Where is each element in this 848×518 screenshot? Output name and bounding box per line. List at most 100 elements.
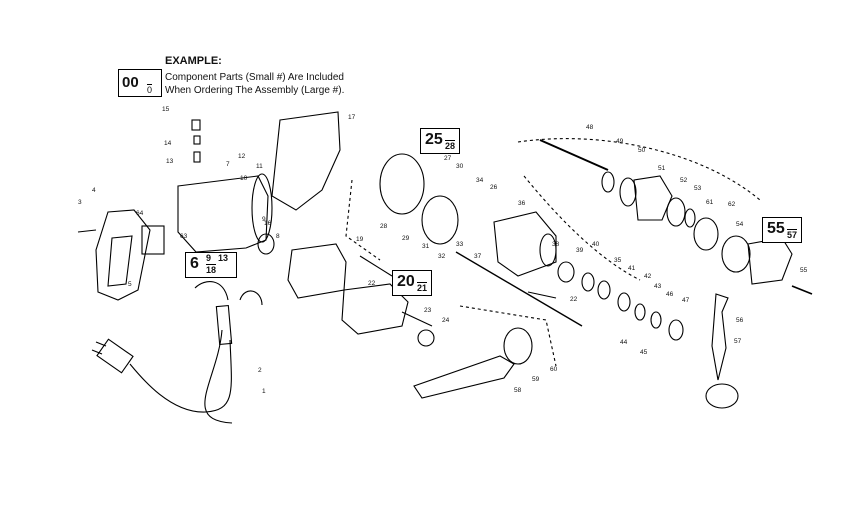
part-label: 62 — [728, 201, 736, 208]
part-label: 14 — [164, 140, 172, 147]
part-label: 27 — [444, 155, 452, 162]
part-label: 8 — [276, 233, 280, 240]
part-label: 49 — [616, 138, 624, 145]
part-label: 53 — [694, 185, 702, 192]
side-handle — [413, 355, 515, 399]
part-label: 36 — [518, 200, 526, 207]
part-label: 64 — [136, 210, 144, 217]
part-label: 26 — [490, 184, 498, 191]
legend-example-box: 00 0 — [118, 69, 162, 97]
part-label: 16 — [264, 220, 272, 227]
part-label: 40 — [592, 241, 600, 248]
assembly-component: 57 — [787, 229, 798, 240]
part-label: 34 — [476, 177, 484, 184]
part-label: 13 — [166, 158, 174, 165]
part-label: 7 — [226, 161, 230, 168]
part-label: 50 — [638, 147, 646, 154]
legend-example-component-number: 0 — [147, 84, 153, 95]
clutch — [633, 175, 673, 221]
part-label: 56 — [736, 317, 744, 324]
assembly-number: 6 — [190, 255, 199, 272]
part-label: 24 — [442, 317, 450, 324]
part-label: 29 — [402, 235, 410, 242]
part-label: 23 — [424, 307, 432, 314]
assembly-callout-6: 6 9 13 18 — [185, 252, 237, 278]
part-label: 17 — [348, 114, 356, 121]
part-label: 54 — [736, 221, 744, 228]
part-label: 58 — [514, 387, 522, 394]
part-label: 55 — [800, 267, 808, 274]
field-coil — [287, 243, 347, 299]
part-label: 41 — [628, 265, 636, 272]
part-label: 42 — [644, 273, 652, 280]
assembly-component: 13 — [218, 253, 229, 263]
part-label: 57 — [734, 338, 742, 345]
part-label: 38 — [552, 241, 560, 248]
part-label: 10 — [240, 175, 248, 182]
assembly-callout-25: 25 28 — [420, 128, 460, 154]
part-label: 2 — [258, 367, 262, 374]
power-cord-lower — [204, 329, 233, 424]
chuck — [747, 237, 793, 285]
power-cord — [129, 339, 232, 413]
part-label: 22 — [570, 296, 578, 303]
part-label: 30 — [456, 163, 464, 170]
legend-line-2: When Ordering The Assembly (Large #). — [165, 85, 345, 96]
assembly-component: 21 — [417, 282, 428, 293]
part-label: 59 — [532, 376, 540, 383]
part-label: 43 — [654, 283, 662, 290]
part-label: 11 — [256, 163, 263, 170]
part-label: 63 — [180, 233, 188, 240]
legend-title: EXAMPLE: — [165, 55, 222, 67]
assembly-component: 28 — [445, 140, 456, 151]
spindle — [539, 139, 609, 171]
gear-case — [271, 111, 341, 211]
gear-plate — [379, 153, 425, 215]
plug — [96, 338, 134, 374]
part-label: 52 — [680, 177, 688, 184]
assembly-callout-55: 55 57 — [762, 217, 802, 243]
part-label: 15 — [162, 106, 170, 113]
part-label: 28 — [380, 223, 388, 230]
assembly-number: 25 — [425, 131, 443, 148]
handle — [95, 209, 151, 301]
part-label: 9 — [262, 216, 266, 223]
part-label: 47 — [682, 297, 690, 304]
chuck-key — [711, 293, 729, 381]
part-label: 60 — [550, 366, 558, 373]
legend: EXAMPLE: Component Parts (Small #) Are I… — [117, 55, 377, 101]
part-label: 61 — [706, 199, 714, 206]
legend-example-assembly-number: 00 — [122, 74, 139, 91]
chuck-collar — [721, 235, 751, 273]
assembly-component: 18 — [206, 264, 217, 275]
assembly-component: 9 — [206, 253, 212, 263]
part-label: 32 — [438, 253, 446, 260]
armature — [341, 283, 409, 335]
part-label: 39 — [576, 247, 584, 254]
assembly-callout-20: 20 21 — [392, 270, 432, 296]
part-label: 45 — [640, 349, 648, 356]
part-label: 19 — [356, 236, 364, 243]
part-label: 1 — [262, 388, 266, 395]
part-label: 4 — [92, 187, 96, 194]
assembly-number: 55 — [767, 220, 785, 237]
part-label: 5 — [128, 281, 132, 288]
motor-housing — [177, 175, 269, 253]
assembly-number: 20 — [397, 273, 415, 290]
part-label: 44 — [620, 339, 628, 346]
cord-protector — [215, 304, 233, 346]
part-label: 31 — [422, 243, 430, 250]
part-label: 46 — [666, 291, 674, 298]
part-label: 48 — [586, 124, 594, 131]
part-label: 22 — [368, 280, 376, 287]
part-label: 33 — [456, 241, 464, 248]
part-label: 37 — [474, 253, 482, 260]
part-label: 35 — [614, 257, 622, 264]
part-label: 51 — [658, 165, 666, 172]
part-label: 3 — [78, 199, 82, 206]
legend-line-1: Component Parts (Small #) Are Included — [165, 72, 344, 83]
nose-housing — [493, 211, 557, 277]
part-label: 12 — [238, 153, 246, 160]
depth-rod — [455, 251, 583, 327]
